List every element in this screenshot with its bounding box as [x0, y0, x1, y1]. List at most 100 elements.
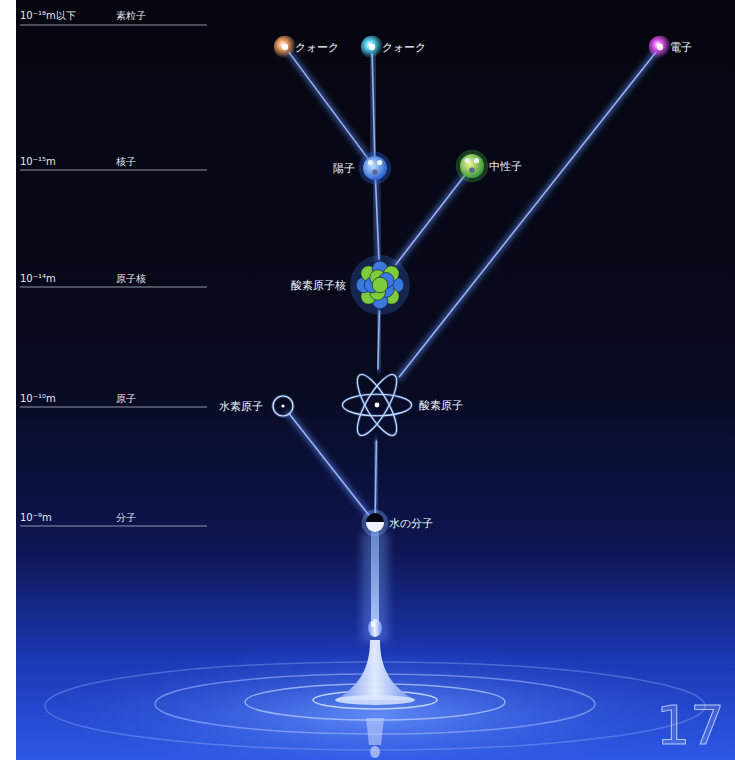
particle-name: 中性子 [489, 160, 522, 173]
beam-glow [372, 54, 375, 156]
particle-name: クォーク [382, 41, 426, 54]
node-label: 電子 [670, 41, 692, 54]
particle-name: 酸素原子 [419, 399, 463, 412]
scale-rule [20, 25, 207, 26]
page-number: 17 [656, 698, 725, 754]
beam-glow [399, 52, 655, 376]
bead-highlight [371, 621, 375, 627]
beam-core [396, 175, 465, 264]
node-label: 中性子 [489, 160, 522, 173]
node-label: クォーク [382, 41, 426, 54]
particle-node: 酸素原子 [341, 369, 413, 441]
splash-crown [335, 695, 415, 705]
node-label: クォーク [295, 41, 339, 54]
scale-label: 10⁻¹⁵m [20, 156, 56, 168]
water-icon [366, 514, 384, 532]
electron-orbit [273, 396, 293, 416]
node-label: 陽子 [333, 162, 355, 175]
quark-dot [474, 158, 479, 163]
quark-dot [465, 158, 470, 163]
night-ground [16, 0, 735, 760]
dot-icon [365, 40, 379, 54]
orbit-glow [350, 370, 403, 441]
beam-glow [396, 175, 465, 264]
nucleon-glow [359, 152, 391, 184]
scale-rule [20, 407, 207, 408]
nucleus-icon [354, 259, 406, 311]
light-beam [372, 54, 375, 156]
scale-label: 原子 [116, 393, 136, 405]
scale-rule [20, 526, 207, 527]
molecule-shade [366, 513, 384, 522]
scale-label: 10⁻⁹m [20, 512, 52, 524]
light-beam-glow [362, 532, 388, 642]
electron-orbit [350, 370, 403, 441]
beam-glow [376, 180, 379, 259]
beam-core [289, 53, 368, 159]
particle-name: クォーク [295, 41, 339, 54]
hatom-icon [273, 396, 293, 416]
particle-node: クォーク [365, 40, 379, 54]
quark-dot [469, 168, 474, 173]
beam-core [372, 54, 375, 156]
electron-orbit [350, 370, 403, 441]
particle-node: 中性子 [460, 154, 484, 178]
light-beam [375, 441, 376, 514]
orbit-glow [342, 394, 411, 416]
particle-node: 水素原子 [273, 396, 293, 416]
particle-name: 酸素原子核 [291, 279, 346, 292]
orbit-glow [273, 396, 293, 416]
scale-label: 核子 [116, 156, 136, 168]
reflection [366, 718, 384, 745]
light-beam [396, 175, 465, 264]
nucleus-glow [350, 255, 410, 315]
particle-node: 陽子 [363, 156, 387, 180]
molecule-sphere [366, 514, 384, 532]
particle-node: 酸素原子核 [354, 259, 406, 311]
light-beam [399, 52, 655, 376]
particle-glow [274, 36, 296, 58]
electron-orbit [342, 394, 411, 416]
particle-node: クォーク [278, 40, 292, 54]
atom-nucleus [281, 404, 284, 407]
beam-core [376, 180, 379, 259]
nucleon-ball [372, 277, 388, 293]
light-beam [376, 180, 379, 259]
beam-core [375, 441, 376, 514]
nucleon-glow [456, 150, 488, 182]
node-label: 酸素原子核 [291, 279, 346, 292]
beam-glow [289, 53, 368, 159]
scale-label: 10⁻¹⁰m [20, 393, 56, 405]
particle-name: 陽子 [333, 162, 355, 175]
node-label: 酸素原子 [419, 399, 463, 412]
particle-node: 水の分子 [366, 514, 384, 532]
particle-node: 電子 [653, 40, 667, 54]
particle-core [657, 44, 663, 50]
reflection [370, 746, 380, 758]
quark-dot [368, 160, 373, 165]
scale-label: 原子核 [116, 273, 146, 285]
particle-core [369, 44, 375, 50]
nucleon-sphere [460, 154, 484, 178]
atom-nucleus [375, 403, 380, 408]
molecule-glow [362, 510, 389, 537]
particle-name: 水の分子 [389, 517, 433, 530]
oatom-icon [341, 369, 413, 441]
scale-label: 素粒子 [116, 10, 146, 22]
nucleon-sphere [363, 156, 387, 180]
particle-name: 水素原子 [219, 400, 263, 413]
beam-core [399, 52, 655, 376]
scale-label: 10⁻¹⁴m [20, 273, 56, 285]
neutron-icon [460, 154, 484, 178]
scale-rule [20, 170, 207, 171]
light-beam [378, 311, 379, 369]
beam-glow [375, 441, 376, 514]
dot-icon [278, 40, 292, 54]
particle-name: 電子 [670, 41, 692, 54]
quark-dot [372, 170, 377, 175]
dot-icon [653, 40, 667, 54]
light-beam [289, 53, 368, 159]
